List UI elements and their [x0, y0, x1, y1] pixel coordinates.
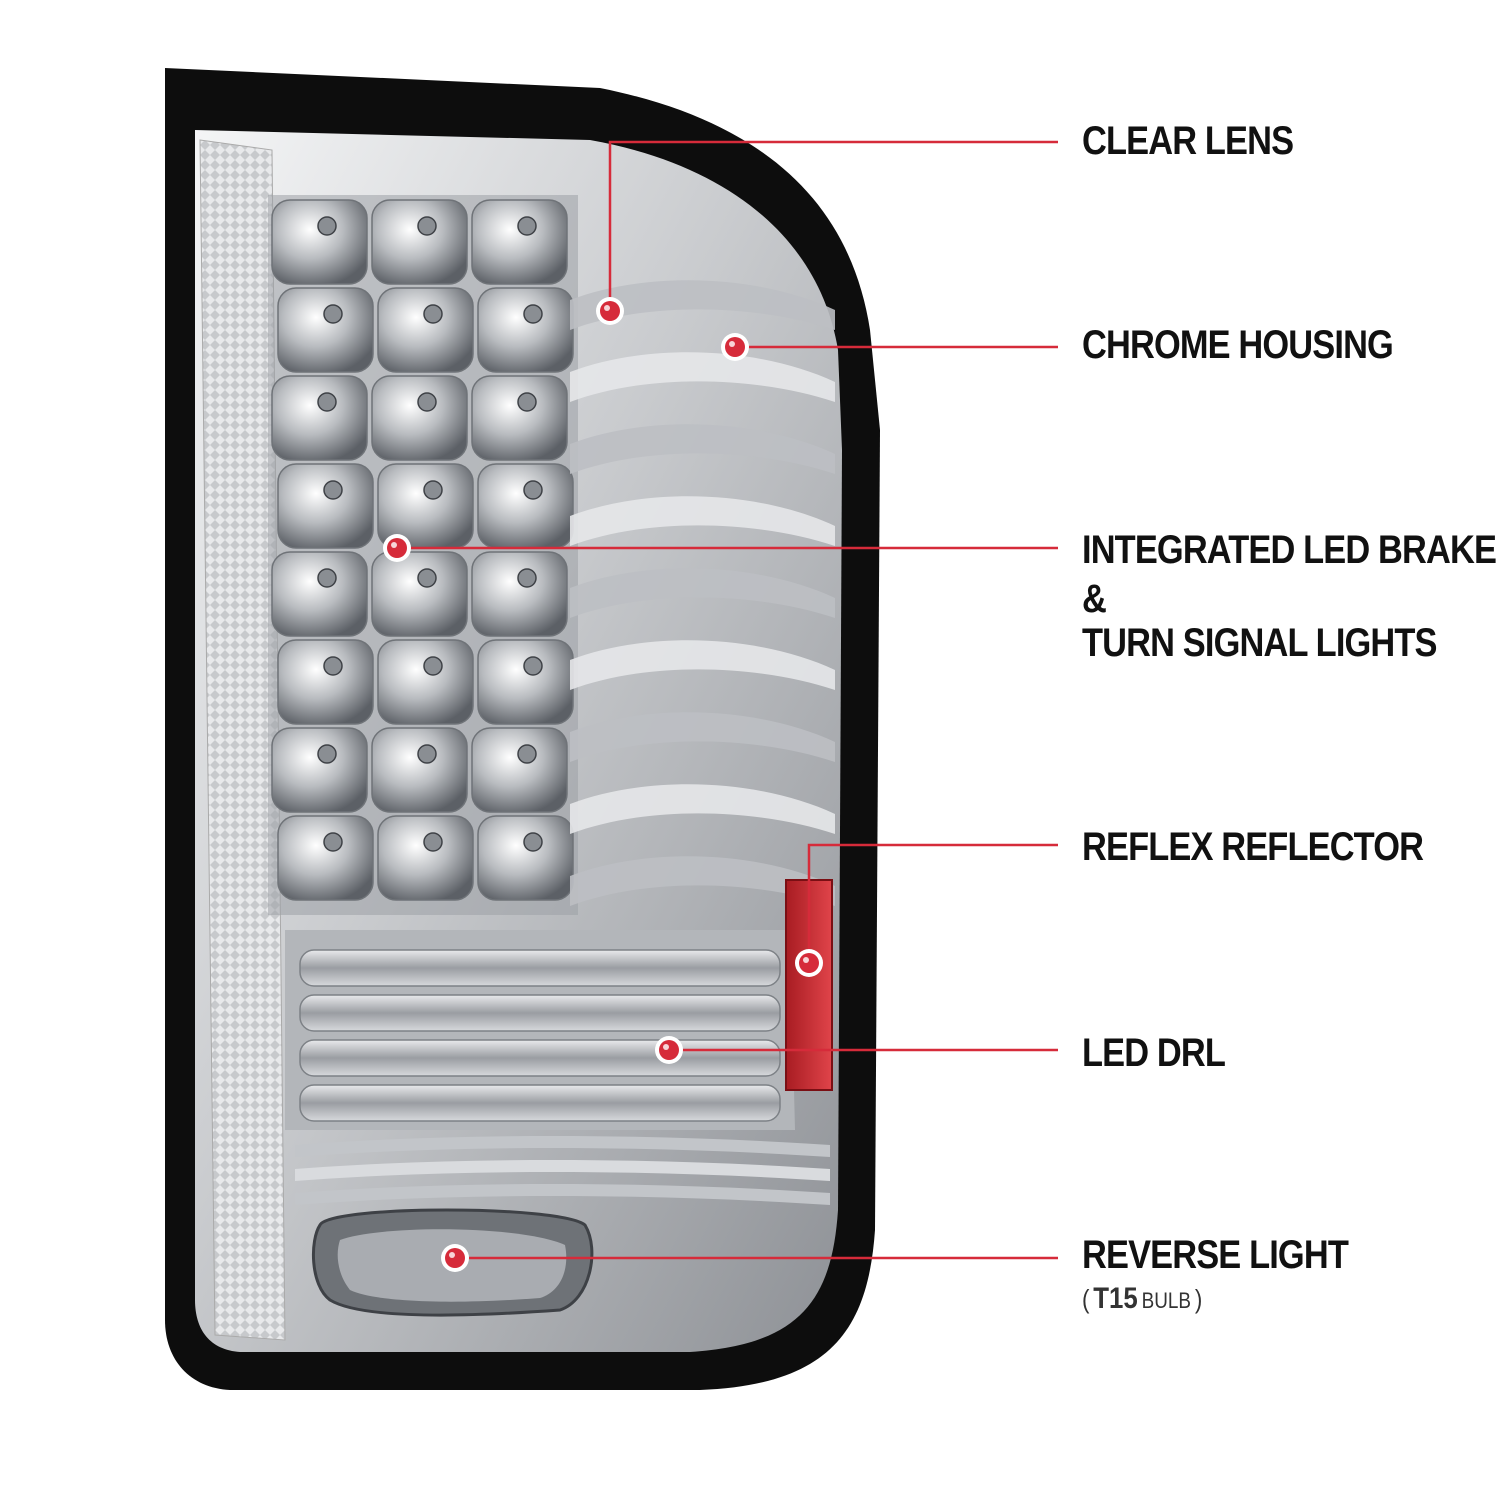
housing-rib [570, 496, 835, 546]
led-emitter [517, 216, 537, 236]
led-emitter [317, 216, 337, 236]
led-cell [271, 727, 368, 813]
callout-dot-highlight-clear-lens [604, 305, 610, 311]
label-led-drl: LED DRL [1082, 1031, 1226, 1075]
lower-rib [295, 1136, 830, 1157]
callout-dot-highlight-reverse-light [449, 1252, 455, 1258]
led-cell [371, 727, 468, 813]
callout-dot-reflex-reflector [799, 953, 819, 973]
callout-dot-led-drl [659, 1040, 679, 1060]
led-emitter [417, 568, 437, 588]
callout-dot-reverse-light [445, 1248, 465, 1268]
led-cell [271, 551, 368, 637]
led-cell [371, 199, 468, 285]
note-close-paren: ) [1194, 1284, 1203, 1314]
label-clear-lens: CLEAR LENS [1082, 119, 1294, 163]
note-bulb-type: T15 [1093, 1282, 1138, 1315]
lower-ribs [295, 1136, 830, 1205]
led-cell [371, 375, 468, 461]
led-emitter [523, 480, 543, 500]
led-emitter [317, 392, 337, 412]
housing-rib [570, 424, 835, 474]
label-led-brake-line1: INTEGRATED LED BRAKE [1082, 528, 1497, 572]
callout-dot-highlight-reflex-reflector [803, 957, 809, 963]
housing-rib [570, 784, 835, 834]
lower-rib [295, 1160, 830, 1181]
led-emitter [423, 832, 443, 852]
side-reflector-strip [199, 139, 286, 1341]
led-emitter [323, 656, 343, 676]
drl-bar [299, 994, 781, 1032]
callout-line-reflex-reflector [807, 843, 1058, 963]
led-emitter [317, 744, 337, 764]
label-reflex-reflector: REFLEX REFLECTOR [1082, 825, 1424, 869]
led-cell [477, 287, 574, 373]
callout-dot-led-brake [387, 538, 407, 558]
led-emitter [423, 304, 443, 324]
drl-bar [299, 1039, 781, 1077]
label-reverse-light: REVERSE LIGHT [1082, 1233, 1349, 1277]
led-cell [377, 287, 474, 373]
note-bulb-unit: BULB [1141, 1288, 1192, 1313]
led-cell [271, 199, 368, 285]
housing-rib [570, 280, 835, 330]
callout-dot-chrome-housing [725, 337, 745, 357]
led-emitter [523, 656, 543, 676]
led-cells [271, 199, 574, 901]
led-emitter [423, 656, 443, 676]
callout-dot-clear-lens [600, 301, 620, 321]
led-cell [471, 375, 568, 461]
led-cell [271, 375, 368, 461]
led-cell [371, 551, 468, 637]
led-emitter [517, 744, 537, 764]
note-open-paren: ( [1082, 1284, 1090, 1314]
label-led-brake-line3: TURN SIGNAL LIGHTS [1082, 621, 1438, 665]
label-reverse-light-note: ( T15 BULB ) [1082, 1282, 1202, 1316]
led-emitter [323, 832, 343, 852]
led-emitter [423, 480, 443, 500]
led-cell [477, 815, 574, 901]
led-emitter [323, 480, 343, 500]
led-cell [471, 727, 568, 813]
led-cell [277, 463, 374, 549]
led-cell [471, 199, 568, 285]
led-emitter [523, 832, 543, 852]
housing-rib [570, 568, 835, 618]
housing-rib [570, 856, 835, 906]
led-cell [277, 815, 374, 901]
led-emitter [517, 568, 537, 588]
led-emitter [417, 744, 437, 764]
callout-lines [383, 140, 1058, 1272]
led-cell [377, 639, 474, 725]
led-emitter [417, 392, 437, 412]
led-cell [471, 551, 568, 637]
led-emitter [417, 216, 437, 236]
led-cell [477, 463, 574, 549]
led-emitter [523, 304, 543, 324]
housing-rib [570, 640, 835, 690]
led-cell [377, 815, 474, 901]
led-cell [277, 639, 374, 725]
drl-bar [299, 1084, 781, 1122]
led-emitter [317, 568, 337, 588]
callout-dot-highlight-led-drl [663, 1044, 669, 1050]
led-emitter [323, 304, 343, 324]
led-emitter [517, 392, 537, 412]
label-led-brake-line2: & [1082, 577, 1107, 621]
housing-rib [570, 712, 835, 762]
led-cell [277, 287, 374, 373]
label-chrome-housing: CHROME HOUSING [1082, 323, 1394, 367]
callout-dot-highlight-chrome-housing [729, 341, 735, 347]
led-cell [477, 639, 574, 725]
callout-dot-highlight-led-brake [391, 542, 397, 548]
lower-rib [295, 1184, 830, 1205]
callout-line-clear-lens [608, 140, 1058, 311]
housing-ribs [570, 280, 835, 906]
drl-bar [299, 949, 781, 987]
housing-rib [570, 352, 835, 402]
